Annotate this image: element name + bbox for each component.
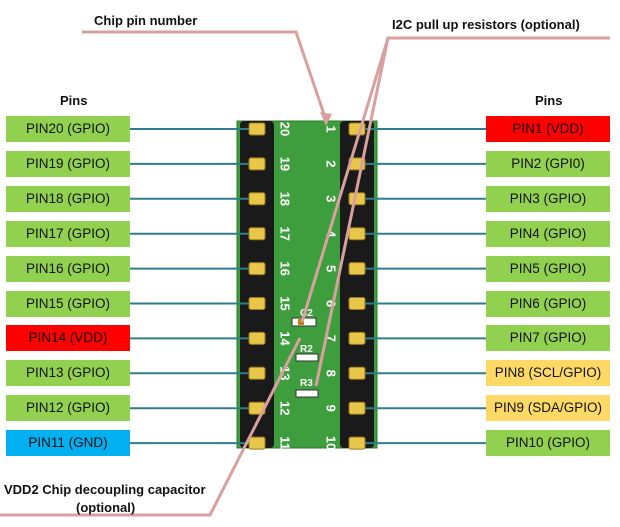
i2c-leader-to-r3: [314, 36, 610, 387]
left-pin-pad-3: [248, 192, 266, 206]
right-board-number-4: 4: [324, 230, 339, 238]
right-pin-label-10: PIN10 (GPIO): [486, 430, 610, 457]
left-pin-pad-1: [248, 122, 266, 136]
left-pin-label-9: PIN12 (GPIO): [6, 395, 130, 422]
decoupling-annotation-line2: (optional): [76, 500, 136, 515]
right-board-number-5: 5: [324, 265, 339, 272]
right-pin-label-5: PIN5 (GPIO): [486, 255, 610, 282]
right-pin-label-2: PIN2 (GPI0): [486, 150, 610, 177]
right-board-number-7: 7: [324, 335, 339, 342]
left-pin-label-5: PIN16 (GPIO): [6, 255, 130, 282]
component-label-r2: R2: [300, 344, 313, 355]
r3-footprint: [295, 389, 319, 398]
left-pin-pad-5: [248, 262, 266, 276]
left-board-number-7: 14: [278, 331, 293, 346]
right-pin-pad-8: [348, 366, 366, 380]
right-pin-label-9: PIN9 (SDA/GPIO): [486, 395, 610, 422]
left-pin-label-4: PIN17 (GPIO): [6, 220, 130, 247]
left-pin-label-3: PIN18 (GPIO): [6, 185, 130, 212]
left-pin-label-6: PIN15 (GPIO): [6, 290, 130, 317]
right-pin-label-4: PIN4 (GPIO): [486, 220, 610, 247]
left-pin-pad-6: [248, 297, 266, 310]
right-pin-pad-5: [348, 262, 366, 276]
left-board-number-2: 19: [278, 157, 293, 171]
right-board-number-3: 3: [324, 195, 339, 202]
right-pin-pad-9: [348, 401, 366, 415]
right-pin-label-8: PIN8 (SCL/GPIO): [486, 360, 610, 387]
left-pin-pad-8: [248, 366, 266, 380]
left-pin-label-8: PIN13 (GPIO): [6, 360, 130, 387]
left-board-number-10: 11: [278, 436, 293, 450]
decoupling-annotation-line1: VDD2 Chip decoupling capacitor: [4, 482, 206, 497]
component-label-c2: C2: [300, 308, 313, 319]
right-board-number-8: 8: [324, 370, 339, 377]
component-label-r3: R3: [300, 378, 313, 389]
left-board-number-1: 20: [278, 122, 293, 136]
right-pin-label-3: PIN3 (GPIO): [486, 185, 610, 212]
right-board-number-10: 10: [324, 436, 339, 450]
left-pin-pad-2: [248, 157, 266, 171]
right-board-number-1: 1: [324, 125, 339, 132]
right-pin-pad-6: [348, 297, 366, 310]
left-pin-pad-10: [248, 436, 266, 450]
chip-pin-number-leader: [82, 30, 328, 121]
left-board-number-3: 18: [278, 192, 293, 206]
c2-body: [298, 319, 304, 325]
left-pins-header: Pins: [60, 93, 88, 108]
left-board-number-4: 17: [278, 226, 293, 240]
left-pin-pad-7: [248, 331, 266, 345]
right-pin-pad-7: [348, 331, 366, 345]
right-board-number-9: 9: [324, 405, 339, 412]
left-pin-label-10: PIN11 (GND): [6, 430, 130, 457]
i2c-pullup-annotation: I2C pull up resistors (optional): [392, 17, 580, 32]
left-pin-label-1: PIN20 (GPIO): [6, 116, 130, 142]
left-pin-label-2: PIN19 (GPIO): [6, 150, 130, 177]
right-pin-label-1: PIN1 (VDD): [486, 116, 610, 142]
left-board-number-6: 15: [278, 296, 293, 310]
right-pin-label-7: PIN7 (GPIO): [486, 325, 610, 352]
chip-pin-number-arrowhead: [320, 112, 332, 126]
right-pin-pad-4: [348, 227, 366, 241]
r2-footprint: [295, 353, 319, 362]
left-pin-pad-4: [248, 227, 266, 241]
chip-pin-number-annotation: Chip pin number: [94, 13, 198, 28]
right-pin-label-6: PIN6 (GPIO): [486, 290, 610, 317]
right-pins-header: Pins: [535, 93, 563, 108]
right-board-number-2: 2: [324, 160, 339, 167]
left-board-number-9: 12: [278, 401, 293, 415]
decoupling-leader: [0, 337, 302, 517]
right-pin-pad-10: [348, 436, 366, 450]
right-board-number-6: 6: [324, 300, 339, 307]
left-pin-label-7: PIN14 (VDD): [6, 325, 130, 352]
left-board-number-5: 16: [278, 261, 293, 275]
